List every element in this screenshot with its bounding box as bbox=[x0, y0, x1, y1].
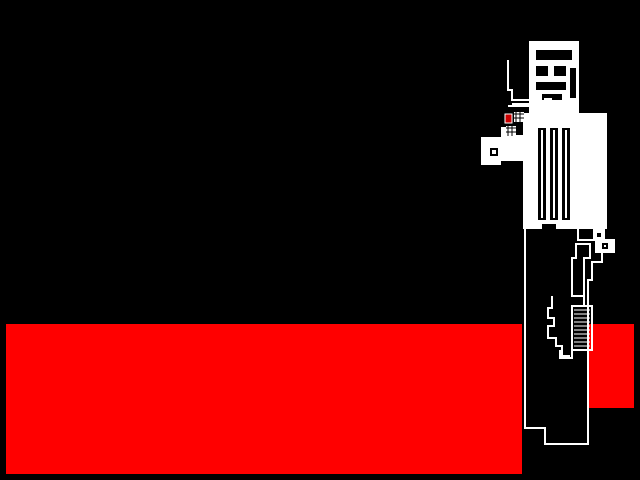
map-zigzag-passage bbox=[547, 296, 570, 357]
map-left-room bbox=[481, 127, 525, 165]
map-upper-lowerledge bbox=[542, 224, 556, 230]
map-tower-border bbox=[529, 41, 579, 115]
hatched-block-icon-lower bbox=[506, 126, 516, 136]
hatched-block-icon bbox=[514, 112, 524, 122]
map-right-notch-inner bbox=[597, 233, 601, 237]
map-tower-window-b bbox=[554, 66, 566, 76]
map-lower-connector bbox=[559, 296, 585, 359]
map-lower-ladder-rungs bbox=[574, 309, 590, 347]
red-zone-left bbox=[6, 324, 522, 474]
hatched-block-pattern bbox=[514, 112, 524, 122]
map-tower-side bbox=[570, 68, 576, 98]
map-lower-column bbox=[524, 227, 603, 445]
hatched-block-pattern-lower bbox=[506, 126, 516, 136]
map-tower-window-a bbox=[536, 66, 548, 76]
map-shaft-left-inner bbox=[541, 130, 543, 218]
save-point-icon-inner bbox=[492, 150, 496, 154]
red-zone-right bbox=[588, 324, 634, 408]
map-shaft-right-inner bbox=[565, 130, 567, 218]
map-left-pipe bbox=[507, 60, 540, 107]
player-marker-icon bbox=[504, 113, 513, 124]
map-lower-ladder bbox=[571, 305, 593, 351]
map-shaft-mid-inner bbox=[553, 130, 555, 218]
map-tower-window-c bbox=[536, 82, 566, 90]
map-tower-window-d bbox=[542, 94, 562, 100]
map-left-pipe-node bbox=[544, 98, 552, 104]
map-tower-window-top bbox=[536, 50, 572, 60]
map-right-room-icon-inner bbox=[604, 245, 606, 247]
